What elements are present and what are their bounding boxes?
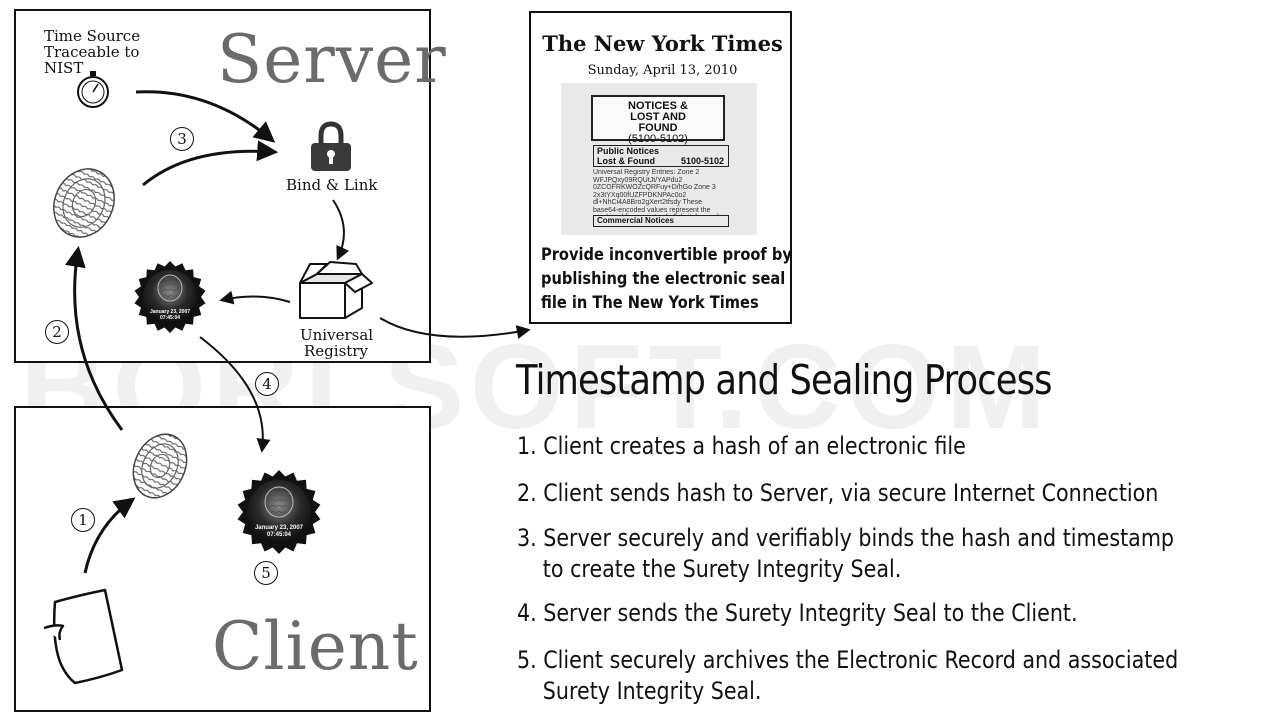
server-seal-time: 07:45:04 xyxy=(160,315,180,321)
clip-section-name: Lost & Found xyxy=(597,156,655,166)
step-number-2: 2 xyxy=(45,320,69,344)
process-step-1: 1. Client creates a hash of an electroni… xyxy=(517,431,966,462)
nyt-logo: The New York Times xyxy=(542,31,783,56)
step-number-1: 1 xyxy=(71,508,95,532)
time-source-line-3: NIST xyxy=(44,59,84,77)
newspaper-clipping: NOTICES & LOST AND FOUND (5100-5102) Pub… xyxy=(561,83,757,235)
clip-section-title: Public Notices xyxy=(597,146,660,156)
bind-link-label: Bind & Link xyxy=(286,176,378,194)
process-step-5-text: 5. Client securely archives the Electron… xyxy=(517,646,1179,674)
clip-section-code: 5100-5102 xyxy=(680,156,724,166)
process-step-4: 4. Server sends the Surety Integrity Sea… xyxy=(517,598,1078,629)
arrow-registry-to-seal xyxy=(219,290,291,305)
client-seal-time: 07:45:04 xyxy=(267,532,292,538)
process-step-3-continuation: to create the Surety Integrity Seal. xyxy=(542,555,902,583)
client-label: Client xyxy=(212,608,419,685)
arrow-bind-to-registry xyxy=(332,199,350,261)
process-step-3: 3. Server securely and verifiably binds … xyxy=(517,523,1174,585)
process-step-2-text: 2. Client sends hash to Server, via secu… xyxy=(517,479,1159,507)
nyt-panel: The New York Times Sunday, April 13, 201… xyxy=(529,11,792,324)
process-step-5-continuation: Surety Integrity Seal. xyxy=(542,677,762,705)
server-seal-date: January 23, 2007 xyxy=(150,309,190,315)
stopwatch-icon xyxy=(77,71,109,108)
step-number-5: 5 xyxy=(254,561,278,585)
nyt-date: Sunday, April 13, 2010 xyxy=(587,63,738,78)
universal-registry-label: Universal Registry xyxy=(300,326,374,360)
arrow-time-to-bind xyxy=(135,90,276,143)
process-step-4-text: 4. Server sends the Surety Integrity Sea… xyxy=(517,599,1078,627)
client-seal-date: January 23, 2007 xyxy=(255,525,304,531)
step-number-3: 3 xyxy=(170,127,194,151)
proof-line-2: publishing the electronic seal xyxy=(541,269,786,289)
clip-header-line-3: FOUND xyxy=(638,122,678,134)
client-fingerprint-icon xyxy=(132,433,188,499)
clip-header: NOTICES & LOST AND FOUND (5100-5102) xyxy=(591,95,725,145)
arrow-document-to-hash xyxy=(83,497,136,574)
clip-section-row: Lost & Found 5100-5102 xyxy=(597,156,728,166)
clip-header-line-1: NOTICES & xyxy=(628,100,688,112)
clip-header-line-2: LOST AND xyxy=(630,111,686,123)
time-source-label: Time Source Traceable to NIST xyxy=(44,28,140,76)
client-seal-icon: January 23, 2007 07:45:04 xyxy=(237,470,321,554)
proof-line-3: file in The New York Times xyxy=(541,293,759,313)
process-title: Timestamp and Sealing Process xyxy=(516,356,1052,404)
proof-line-1: Provide inconvertible proof by xyxy=(541,245,792,265)
time-source-line-1: Time Source xyxy=(44,27,141,45)
clip-text: Universal Registry Entries: Zone 2 WFJPQ… xyxy=(593,169,722,215)
server-label: Server xyxy=(217,21,447,98)
registry-line-2: Registry xyxy=(304,342,368,360)
clip-section: Public Notices Lost & Found 5100-5102 xyxy=(593,145,729,167)
process-step-1-text: 1. Client creates a hash of an electroni… xyxy=(517,432,966,460)
arrow-hash-to-bind xyxy=(142,140,279,187)
nyt-proof-text: Provide inconvertible proof by publishin… xyxy=(541,243,792,315)
open-box-icon xyxy=(299,261,373,319)
registry-line-1: Universal xyxy=(300,326,374,344)
arrow-client-to-server xyxy=(64,245,124,431)
server-seal-icon: January 23, 2007 07:45:04 xyxy=(134,261,206,333)
step-number-4: 4 xyxy=(255,372,279,396)
process-step-2: 2. Client sends hash to Server, via secu… xyxy=(517,478,1158,509)
arrow-registry-to-nyt xyxy=(379,317,531,339)
lock-icon xyxy=(311,121,351,171)
clip-header-line-4: (5100-5102) xyxy=(628,133,688,145)
clip-footer: Commercial Notices xyxy=(593,215,729,227)
server-panel: Server Time Source Traceable to NIST Bin… xyxy=(14,9,446,363)
process-step-5: 5. Client securely archives the Electron… xyxy=(517,645,1178,707)
fingerprint-icon xyxy=(53,168,115,238)
document-icon xyxy=(43,588,124,685)
process-step-3-text: 3. Server securely and verifiably binds … xyxy=(517,524,1175,552)
arrow-seal-to-client xyxy=(199,336,271,453)
time-source-line-2: Traceable to xyxy=(44,43,140,61)
